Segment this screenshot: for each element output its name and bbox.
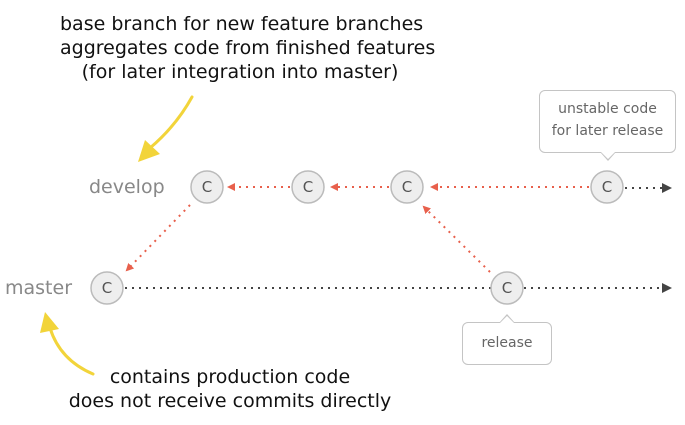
commit-label: C (303, 178, 313, 196)
commit-node: C (190, 170, 224, 204)
develop-annotation: base branch for new feature branches agg… (60, 12, 436, 84)
master-annotation-line: contains production code (109, 366, 351, 388)
commit-label: C (502, 279, 512, 297)
develop-annotation-line: (for later integration into master) (81, 61, 399, 83)
develop-branch-label: develop (89, 176, 165, 198)
arrow-dev1-to-master (125, 204, 191, 272)
commit-node: C (590, 170, 624, 204)
commit-label: C (102, 279, 112, 297)
develop-annotation-arrow (138, 95, 194, 162)
unstable-callout: unstable code for later release (539, 90, 676, 153)
release-callout: release (462, 322, 552, 365)
develop-annotation-line: aggregates code from finished features (60, 37, 436, 59)
arrow-release-to-dev3 (422, 205, 491, 273)
release-callout-label: release (481, 335, 533, 351)
master-annotation-arrow (40, 312, 95, 376)
commit-node: C (390, 170, 424, 204)
commit-node: C (291, 170, 325, 204)
master-branch-label: master (5, 277, 73, 299)
commit-label: C (202, 178, 212, 196)
commit-node: C (90, 271, 124, 305)
commit-label: C (402, 178, 412, 196)
commit-label: C (602, 178, 612, 196)
unstable-callout-line: for later release (551, 123, 664, 139)
develop-annotation-line: base branch for new feature branches (60, 13, 424, 35)
unstable-callout-line: unstable code (558, 101, 657, 117)
master-annotation-line: does not receive commits directly (68, 390, 392, 412)
master-annotation: contains production code does not receiv… (55, 365, 405, 413)
commit-node: C (490, 271, 524, 305)
